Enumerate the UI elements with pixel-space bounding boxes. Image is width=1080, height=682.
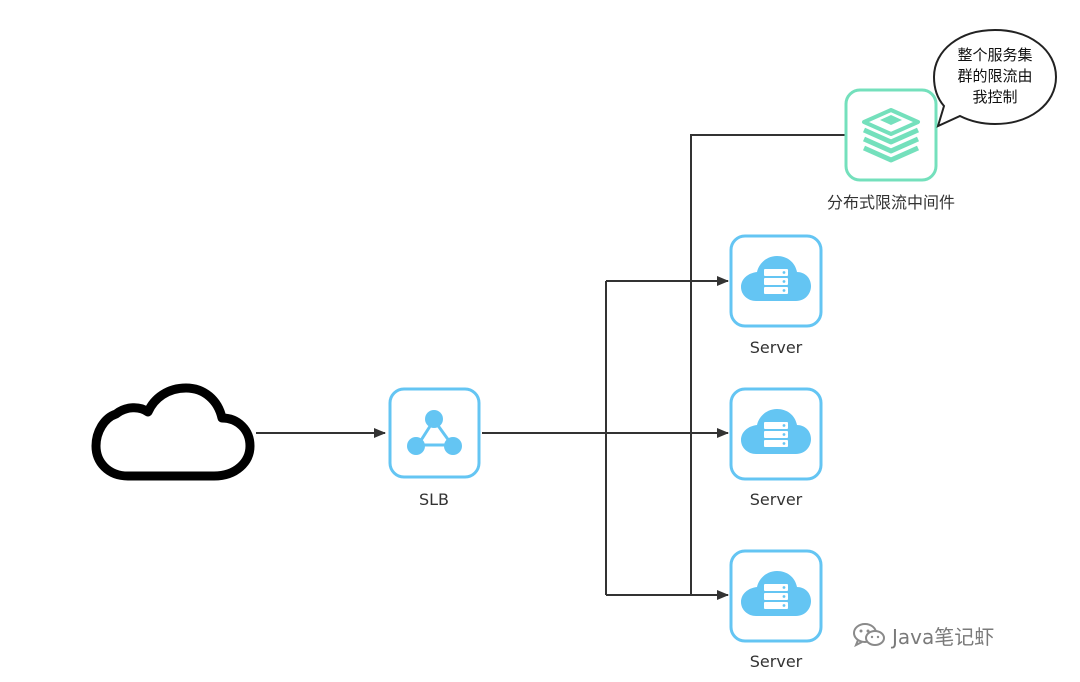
slb-label: SLB bbox=[418, 490, 450, 509]
watermark: Java笔记虾 bbox=[852, 620, 1052, 650]
middleware-control-line bbox=[690, 134, 845, 595]
load-balancer-icon bbox=[407, 410, 462, 455]
server-node-1 bbox=[729, 234, 823, 328]
cloud-server-icon bbox=[741, 256, 811, 301]
middleware-label: 分布式限流中间件 bbox=[826, 193, 955, 212]
slb-node bbox=[388, 387, 481, 479]
server-node-3 bbox=[729, 549, 823, 643]
server-label-2: Server bbox=[749, 490, 803, 509]
server-node-2 bbox=[729, 387, 823, 481]
callout-line-1: 整个服务集 bbox=[957, 46, 1033, 64]
server-label-1: Server bbox=[749, 338, 803, 357]
middleware-node bbox=[844, 88, 938, 182]
callout-bubble bbox=[932, 28, 1058, 128]
callout-text: 整个服务集 群的限流由 我控制 bbox=[945, 45, 1045, 108]
cloud-icon bbox=[91, 383, 255, 481]
watermark-text: Java笔记虾 bbox=[892, 624, 995, 649]
stacked-layers-icon bbox=[862, 108, 920, 163]
connectors bbox=[256, 134, 845, 600]
callout-line-2: 群的限流由 bbox=[957, 67, 1033, 85]
wechat-icon bbox=[853, 623, 885, 648]
callout-line-3: 我控制 bbox=[972, 88, 1018, 106]
server-label-3: Server bbox=[749, 652, 803, 671]
cloud-server-icon bbox=[741, 409, 811, 454]
cloud-server-icon bbox=[741, 571, 811, 616]
